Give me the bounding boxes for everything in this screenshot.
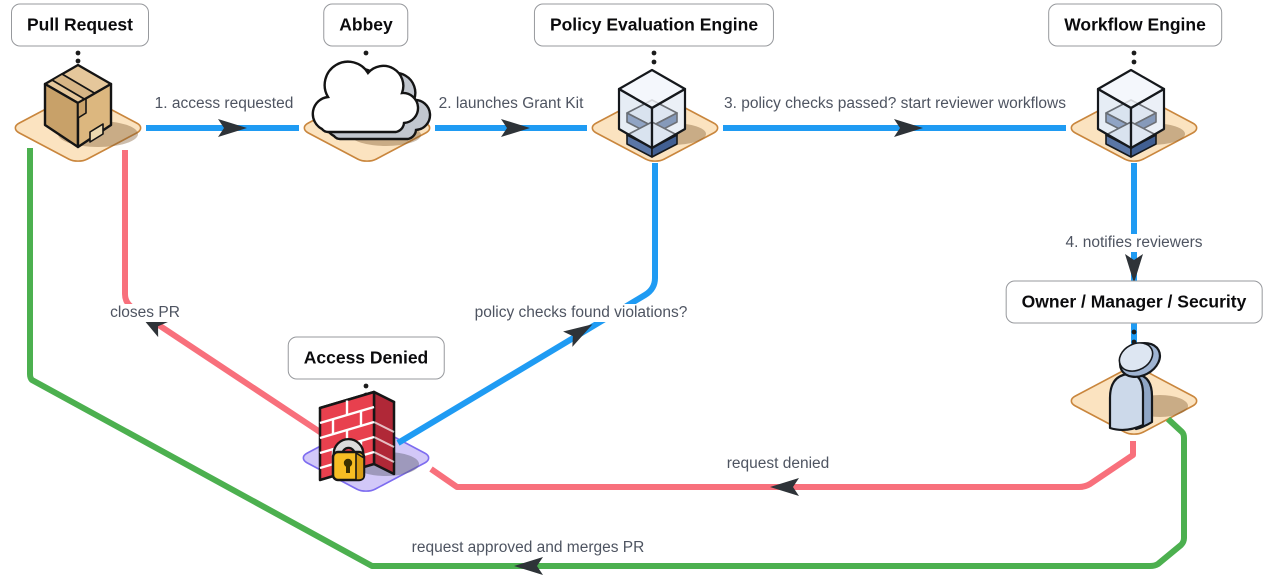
edge-label-request-denied: request denied [721,455,835,473]
arrowhead-launches-grant-kit [501,119,530,137]
edge-label-launches-grant-kit: 2. launches Grant Kit [433,95,589,113]
server-cube-icon[interactable] [617,68,687,158]
edge-label-request-approved: request approved and merges PR [406,539,650,557]
edge-label-notifies-reviewers: 4. notifies reviewers [1060,234,1208,252]
arrowhead-notifies-reviewers [1125,254,1143,283]
edge-policy-violations-line [396,163,658,446]
edge-closes-pr-line [122,150,334,443]
edge-label-policy-violations: policy checks found violations? [469,304,693,322]
node-label-workflow-engine[interactable]: Workflow Engine [1048,3,1222,47]
edge-label-policy-checks-passed: 3. policy checks passed? start reviewer … [719,95,1071,113]
arrowhead-policy-violations [563,324,593,347]
edge-label-access-requested: 1. access requested [149,95,299,113]
package-box-icon[interactable] [43,63,113,149]
node-label-owner-manager-security[interactable]: Owner / Manager / Security [1005,280,1263,324]
firewall-lock-icon[interactable] [318,390,396,482]
cloud-icon[interactable] [311,60,432,141]
edge-request-approved-line [27,148,1187,569]
node-label-pull-request[interactable]: Pull Request [11,3,149,47]
arrowhead-policy-checks-passed [894,119,923,137]
node-label-abbey[interactable]: Abbey [323,3,409,47]
arrowhead-request-denied [770,478,799,496]
padlock-icon [331,438,366,482]
person-icon[interactable] [1108,336,1166,432]
edge-label-closes-pr: closes PR [105,304,185,322]
node-label-policy-evaluation-engine[interactable]: Policy Evaluation Engine [533,3,775,47]
arrowhead-access-requested [218,119,247,137]
node-label-access-denied[interactable]: Access Denied [287,336,445,380]
server-cube-icon[interactable] [1096,68,1166,158]
arrowhead-request-approved [514,557,543,575]
edge-request-denied-line [429,441,1136,490]
